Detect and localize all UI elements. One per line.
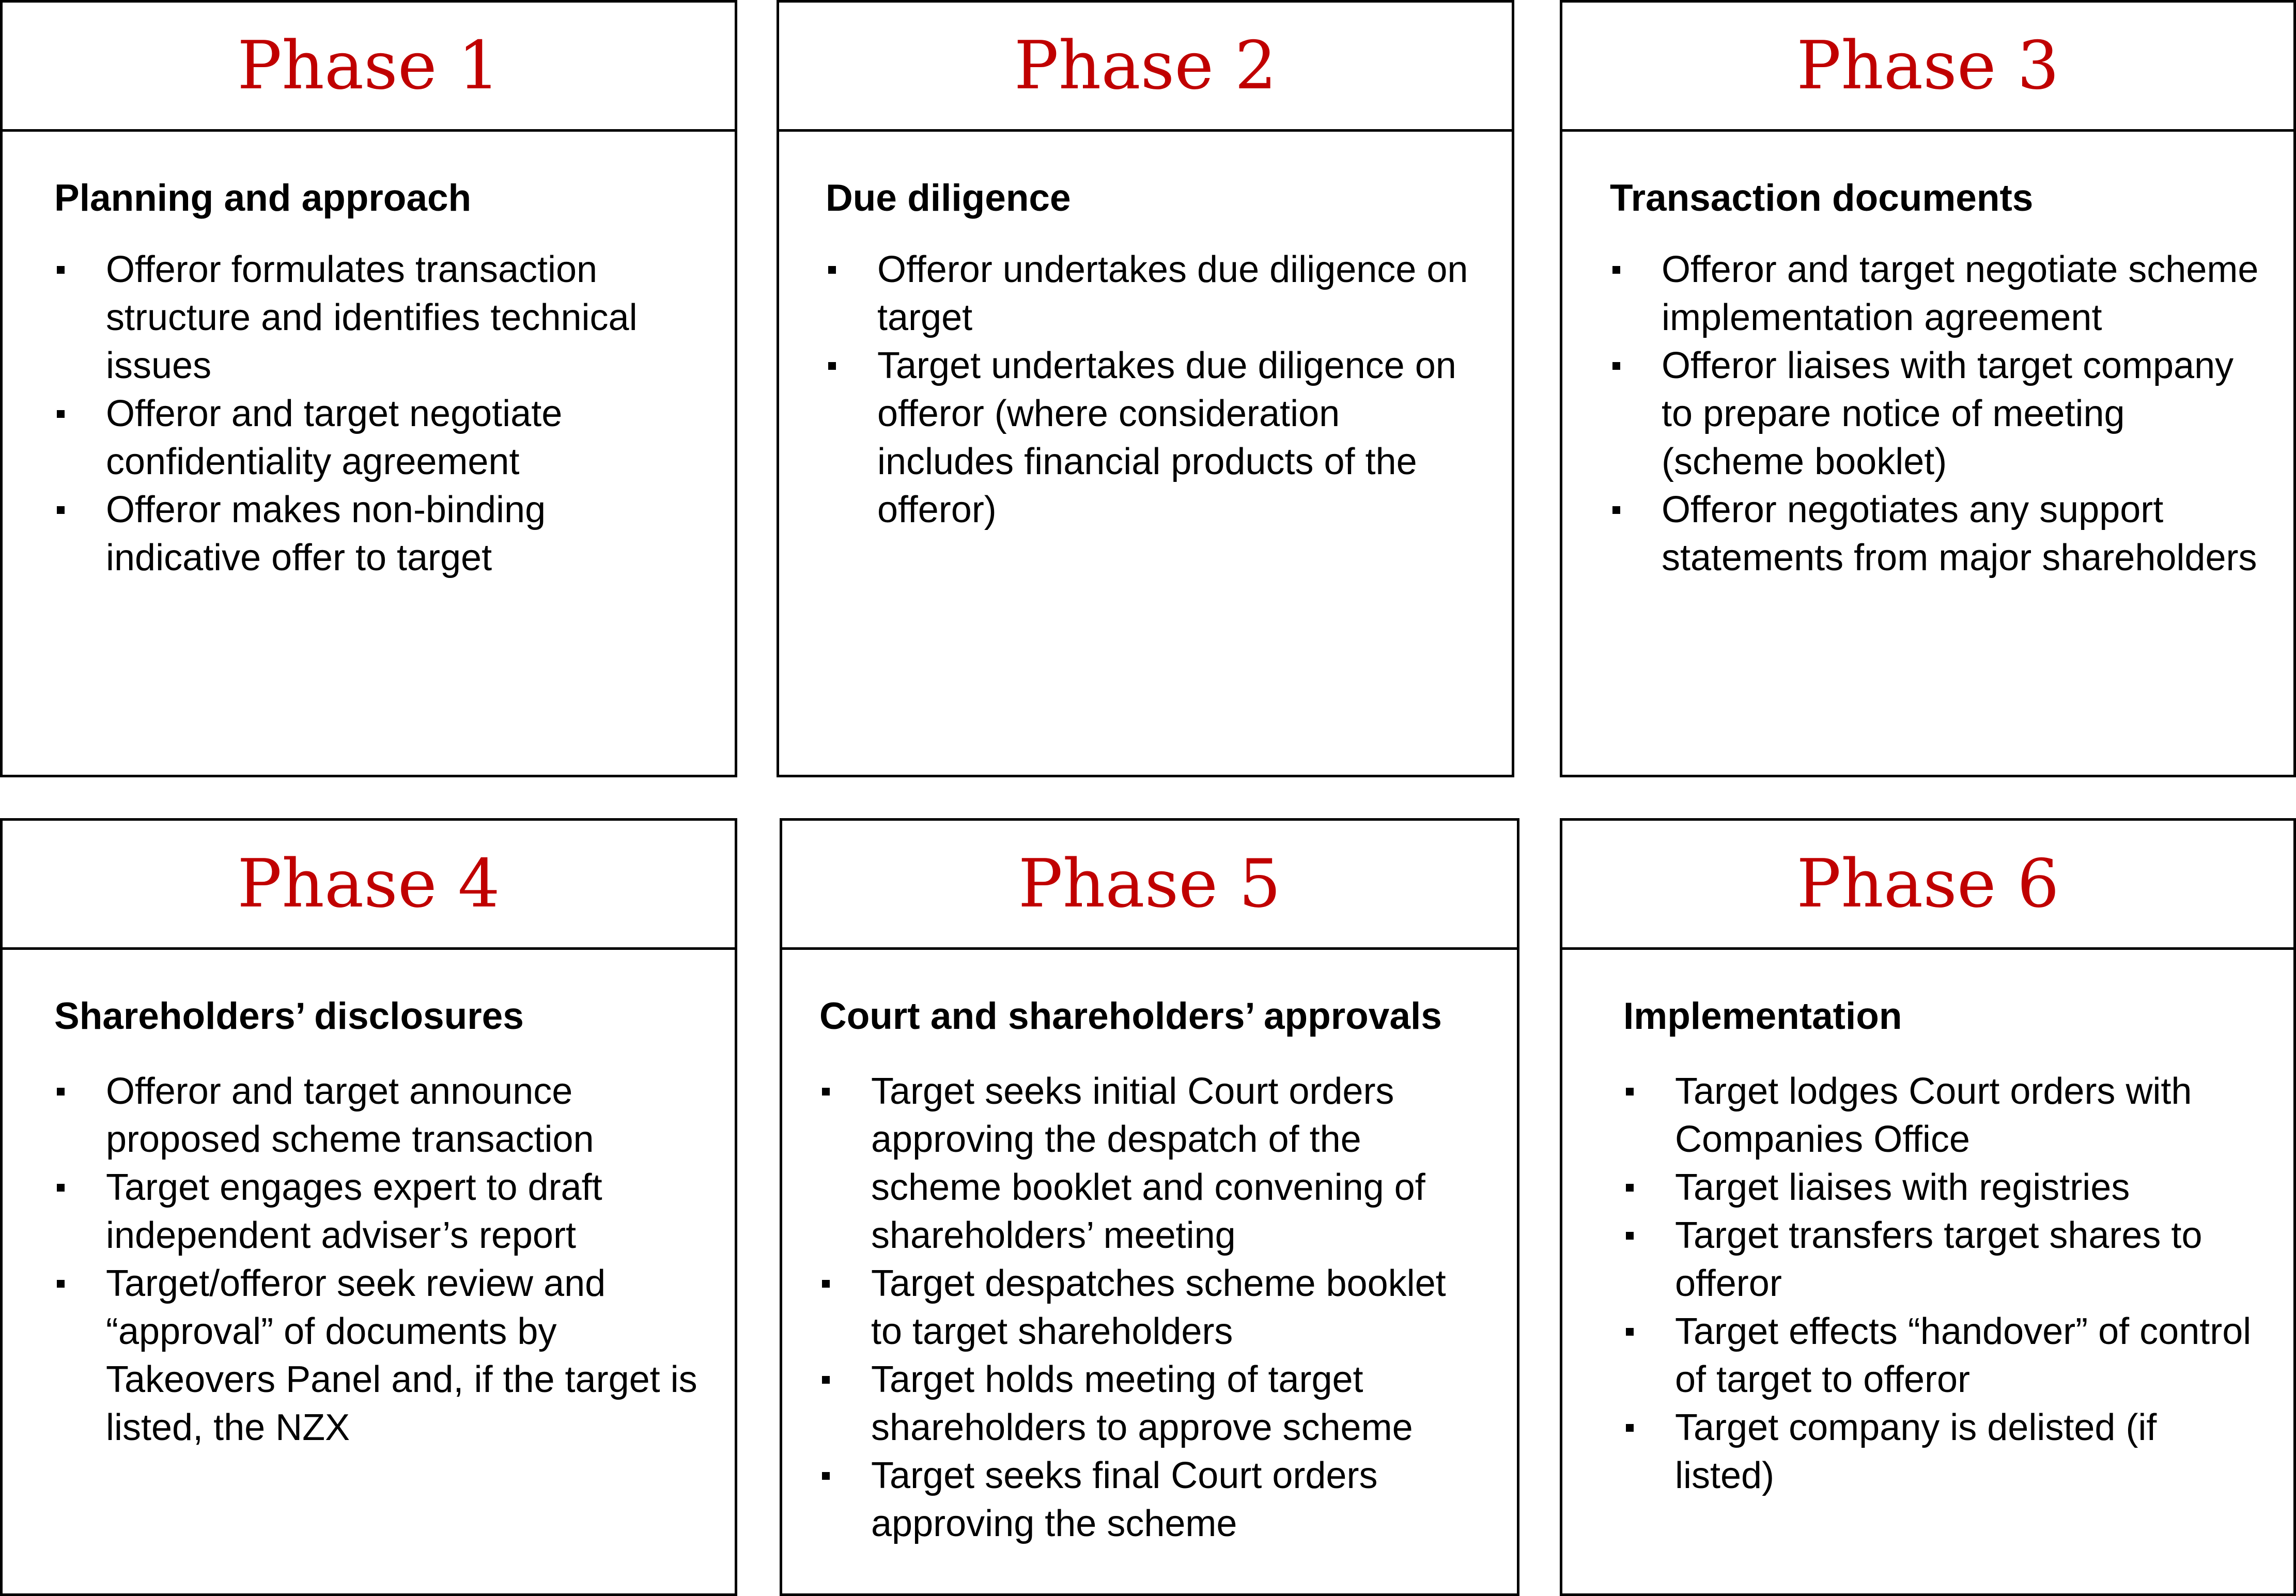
phase-1-card: Phase 1 Planning and approach Offeror fo… [0, 0, 737, 777]
phase-1-subtitle: Planning and approach [54, 177, 472, 219]
square-bullet-icon [57, 1183, 65, 1192]
square-bullet-icon [57, 1087, 65, 1096]
list-item-text: Target transfers target shares to offero… [1675, 1214, 2202, 1304]
phase-1-body: Planning and approach Offeror formulates… [54, 176, 704, 582]
list-item-text: Target effects “handover” of control of … [1675, 1310, 2252, 1400]
phase-6-subtitle: Implementation [1623, 995, 1902, 1037]
phase-5-title: Phase 5 [1018, 845, 1281, 922]
list-item: Target undertakes due diligence on offer… [826, 342, 1481, 534]
square-bullet-icon [1626, 1327, 1634, 1336]
list-item: Target engages expert to draft independe… [54, 1164, 704, 1260]
phase-3-subtitle: Transaction documents [1610, 177, 2034, 219]
list-item: Target effects “handover” of control of … [1623, 1308, 2262, 1404]
square-bullet-icon [822, 1279, 830, 1288]
phase-6-title: Phase 6 [1796, 845, 2059, 922]
phase-5-list: Target seeks initial Court orders approv… [819, 1068, 1486, 1548]
list-item: Target despatches scheme booklet to targ… [819, 1260, 1486, 1356]
phase-1-list: Offeror formulates transaction structure… [54, 246, 704, 582]
list-item-text: Target undertakes due diligence on offer… [877, 345, 1456, 530]
list-item-text: Target engages expert to draft independe… [106, 1166, 602, 1256]
list-item: Target seeks final Court orders approvin… [819, 1452, 1486, 1548]
phase-5-subtitle: Court and shareholders’ approvals [819, 995, 1442, 1037]
phase-2-body: Due diligence Offeror undertakes due dil… [826, 176, 1481, 534]
square-bullet-icon [57, 265, 65, 274]
list-item: Offeror liaises with target company to p… [1610, 342, 2262, 486]
phase-3-header: Phase 3 [1562, 3, 2293, 132]
square-bullet-icon [57, 1279, 65, 1288]
square-bullet-icon [822, 1472, 830, 1480]
phase-1-title: Phase 1 [237, 27, 500, 104]
list-item-text: Offeror liaises with target company to p… [1662, 345, 2234, 482]
list-item-text: Offeror and target negotiate confidentia… [106, 393, 563, 482]
phase-1-header: Phase 1 [3, 3, 735, 132]
phase-2-title: Phase 2 [1014, 27, 1277, 104]
phase-3-list: Offeror and target negotiate scheme impl… [1610, 246, 2262, 582]
phase-6-body: Implementation Target lodges Court order… [1623, 994, 2262, 1500]
list-item: Offeror and target negotiate confidentia… [54, 390, 704, 486]
list-item: Target seeks initial Court orders approv… [819, 1068, 1486, 1260]
square-bullet-icon [57, 410, 65, 418]
list-item-text: Offeror and target announce proposed sch… [106, 1070, 594, 1160]
list-item: Target transfers target shares to offero… [1623, 1212, 2262, 1308]
list-item: Target liaises with registries [1623, 1164, 2262, 1212]
list-item: Offeror makes non-binding indicative off… [54, 486, 704, 582]
square-bullet-icon [822, 1375, 830, 1384]
square-bullet-icon [1626, 1087, 1634, 1096]
list-item: Target company is delisted (if listed) [1623, 1404, 2262, 1500]
list-item-text: Target company is delisted (if listed) [1675, 1406, 2157, 1496]
phase-4-card: Phase 4 Shareholders’ disclosures Offero… [0, 818, 737, 1596]
list-item-text: Target despatches scheme booklet to targ… [871, 1262, 1446, 1352]
list-item: Offeror and target negotiate scheme impl… [1610, 246, 2262, 342]
list-item-text: Target seeks final Court orders approvin… [871, 1454, 1378, 1544]
list-item: Offeror and target announce proposed sch… [54, 1068, 704, 1164]
phase-4-body: Shareholders’ disclosures Offeror and ta… [54, 994, 704, 1452]
list-item: Target/offeror seek review and “approval… [54, 1260, 704, 1452]
phase-6-list: Target lodges Court orders with Companie… [1623, 1068, 2262, 1500]
list-item: Offeror formulates transaction structure… [54, 246, 704, 390]
square-bullet-icon [1626, 1231, 1634, 1240]
list-item-text: Offeror undertakes due diligence on targ… [877, 248, 1468, 338]
list-item-text: Target/offeror seek review and “approval… [106, 1262, 697, 1448]
list-item-text: Offeror formulates transaction structure… [106, 248, 638, 386]
phase-6-card: Phase 6 Implementation Target lodges Cou… [1560, 818, 2296, 1596]
list-item: Offeror negotiates any support statement… [1610, 486, 2262, 582]
phase-5-card: Phase 5 Court and shareholders’ approval… [780, 818, 1519, 1596]
phase-5-header: Phase 5 [782, 821, 1517, 950]
phase-4-list: Offeror and target announce proposed sch… [54, 1068, 704, 1452]
list-item-text: Offeror and target negotiate scheme impl… [1662, 248, 2259, 338]
square-bullet-icon [1626, 1423, 1634, 1432]
square-bullet-icon [1612, 265, 1620, 274]
phase-2-card: Phase 2 Due diligence Offeror undertakes… [777, 0, 1514, 777]
list-item-text: Offeror makes non-binding indicative off… [106, 489, 546, 578]
phase-3-card: Phase 3 Transaction documents Offeror an… [1560, 0, 2296, 777]
list-item-text: Target liaises with registries [1675, 1166, 2130, 1208]
phase-2-list: Offeror undertakes due diligence on targ… [826, 246, 1481, 534]
square-bullet-icon [822, 1087, 830, 1096]
square-bullet-icon [828, 265, 836, 274]
phase-2-subtitle: Due diligence [826, 177, 1071, 219]
phase-3-title: Phase 3 [1796, 27, 2059, 104]
list-item: Target lodges Court orders with Companie… [1623, 1068, 2262, 1164]
square-bullet-icon [828, 362, 836, 370]
phase-5-body: Court and shareholders’ approvals Target… [819, 994, 1486, 1548]
phase-3-body: Transaction documents Offeror and target… [1610, 176, 2262, 582]
phase-4-header: Phase 4 [3, 821, 735, 950]
square-bullet-icon [1626, 1183, 1634, 1192]
list-item-text: Target seeks initial Court orders approv… [871, 1070, 1425, 1256]
list-item: Offeror undertakes due diligence on targ… [826, 246, 1481, 342]
phase-4-subtitle: Shareholders’ disclosures [54, 995, 524, 1037]
square-bullet-icon [1612, 362, 1620, 370]
square-bullet-icon [1612, 506, 1620, 514]
list-item: Target holds meeting of target sharehold… [819, 1356, 1486, 1452]
list-item-text: Target holds meeting of target sharehold… [871, 1358, 1413, 1448]
square-bullet-icon [57, 506, 65, 514]
list-item-text: Offeror negotiates any support statement… [1662, 489, 2257, 578]
list-item-text: Target lodges Court orders with Companie… [1675, 1070, 2192, 1160]
phase-2-header: Phase 2 [779, 3, 1512, 132]
phase-4-title: Phase 4 [237, 845, 500, 922]
phase-6-header: Phase 6 [1562, 821, 2293, 950]
